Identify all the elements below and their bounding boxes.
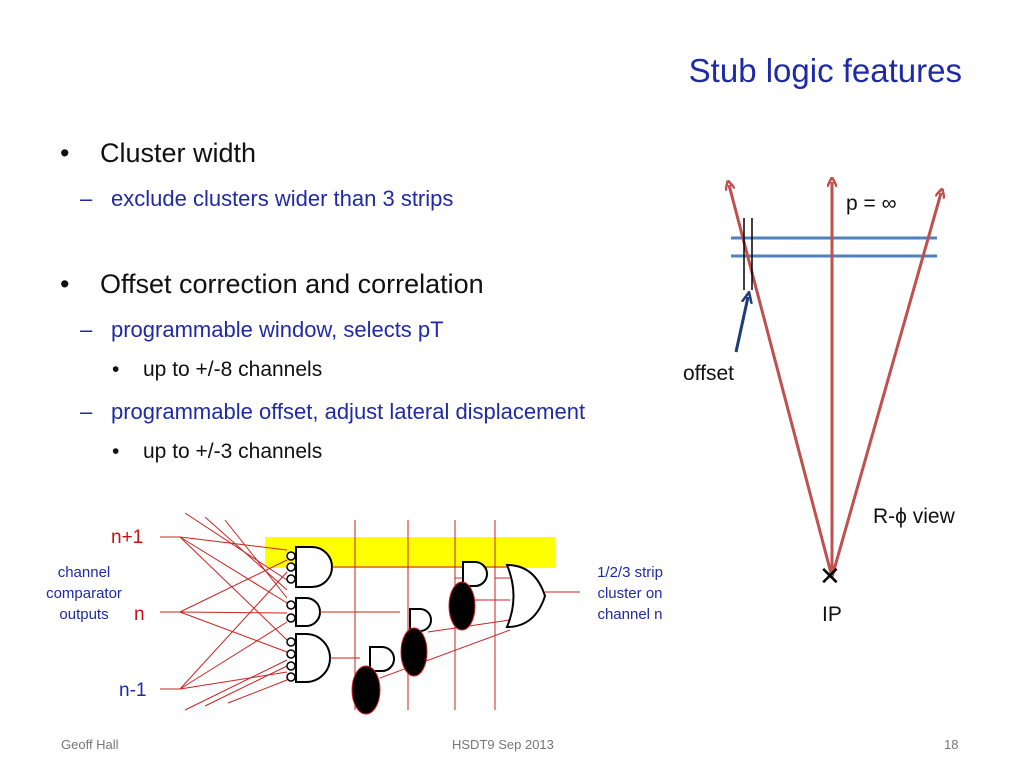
label-ip: IP — [822, 603, 842, 626]
logic-diagram — [160, 512, 580, 715]
bullet-mark: • — [112, 440, 120, 463]
label-offset: offset — [683, 362, 734, 385]
gate-wires — [320, 566, 580, 679]
select-element-1 — [448, 581, 476, 631]
and-gate-bottom — [286, 633, 331, 683]
bullet-mark: • — [112, 358, 120, 381]
label-n: n — [134, 604, 145, 625]
select-element-3 — [351, 665, 381, 715]
ip-cross-icon: ✕ — [819, 561, 841, 591]
select-element-2 — [400, 627, 428, 677]
label-n-minus-1: n-1 — [119, 680, 147, 701]
bullet-mark: • — [60, 269, 70, 299]
or-gate — [505, 563, 547, 629]
bullet-text: Offset correction and correlation — [100, 269, 484, 299]
label-p-infinity: p = ∞ — [846, 192, 897, 215]
footer-author: Geoff Hall — [61, 737, 119, 752]
label-channel-comparator-outputs: channel comparator outputs — [46, 564, 122, 623]
label-n-plus-1: n+1 — [111, 527, 144, 548]
input-fanout — [160, 512, 288, 711]
bullet-text: exclude clusters wider than 3 strips — [111, 186, 454, 211]
dash-mark: – — [80, 399, 93, 424]
dash-mark: – — [80, 317, 93, 342]
label-cluster-output: 1/2/3 strip cluster on channel n — [597, 564, 663, 623]
bullet-mark: • — [60, 138, 70, 168]
offset-arrow — [734, 297, 748, 353]
bullet-text: up to +/-8 channels — [143, 358, 323, 381]
bullet-text: Cluster width — [100, 138, 257, 168]
footer-event: HSDT9 Sep 2013 — [452, 737, 554, 752]
dash-mark: – — [80, 186, 93, 211]
bullet-text: up to +/-3 channels — [143, 440, 323, 463]
and-gate-small-1 — [462, 561, 488, 587]
bullet-text: programmable offset, adjust lateral disp… — [111, 399, 586, 424]
slide-title: Stub logic features — [688, 52, 962, 89]
and-gate-middle — [286, 597, 321, 627]
bullet-text: programmable window, selects pT — [111, 317, 444, 342]
label-r-phi-view: R-ϕ view — [873, 505, 955, 528]
and-gate-top — [286, 546, 333, 588]
footer-page-number: 18 — [944, 737, 959, 752]
track-right — [830, 193, 941, 578]
and-gate-small-3 — [369, 646, 395, 672]
track-left — [729, 185, 834, 578]
track-diagram — [729, 182, 941, 578]
